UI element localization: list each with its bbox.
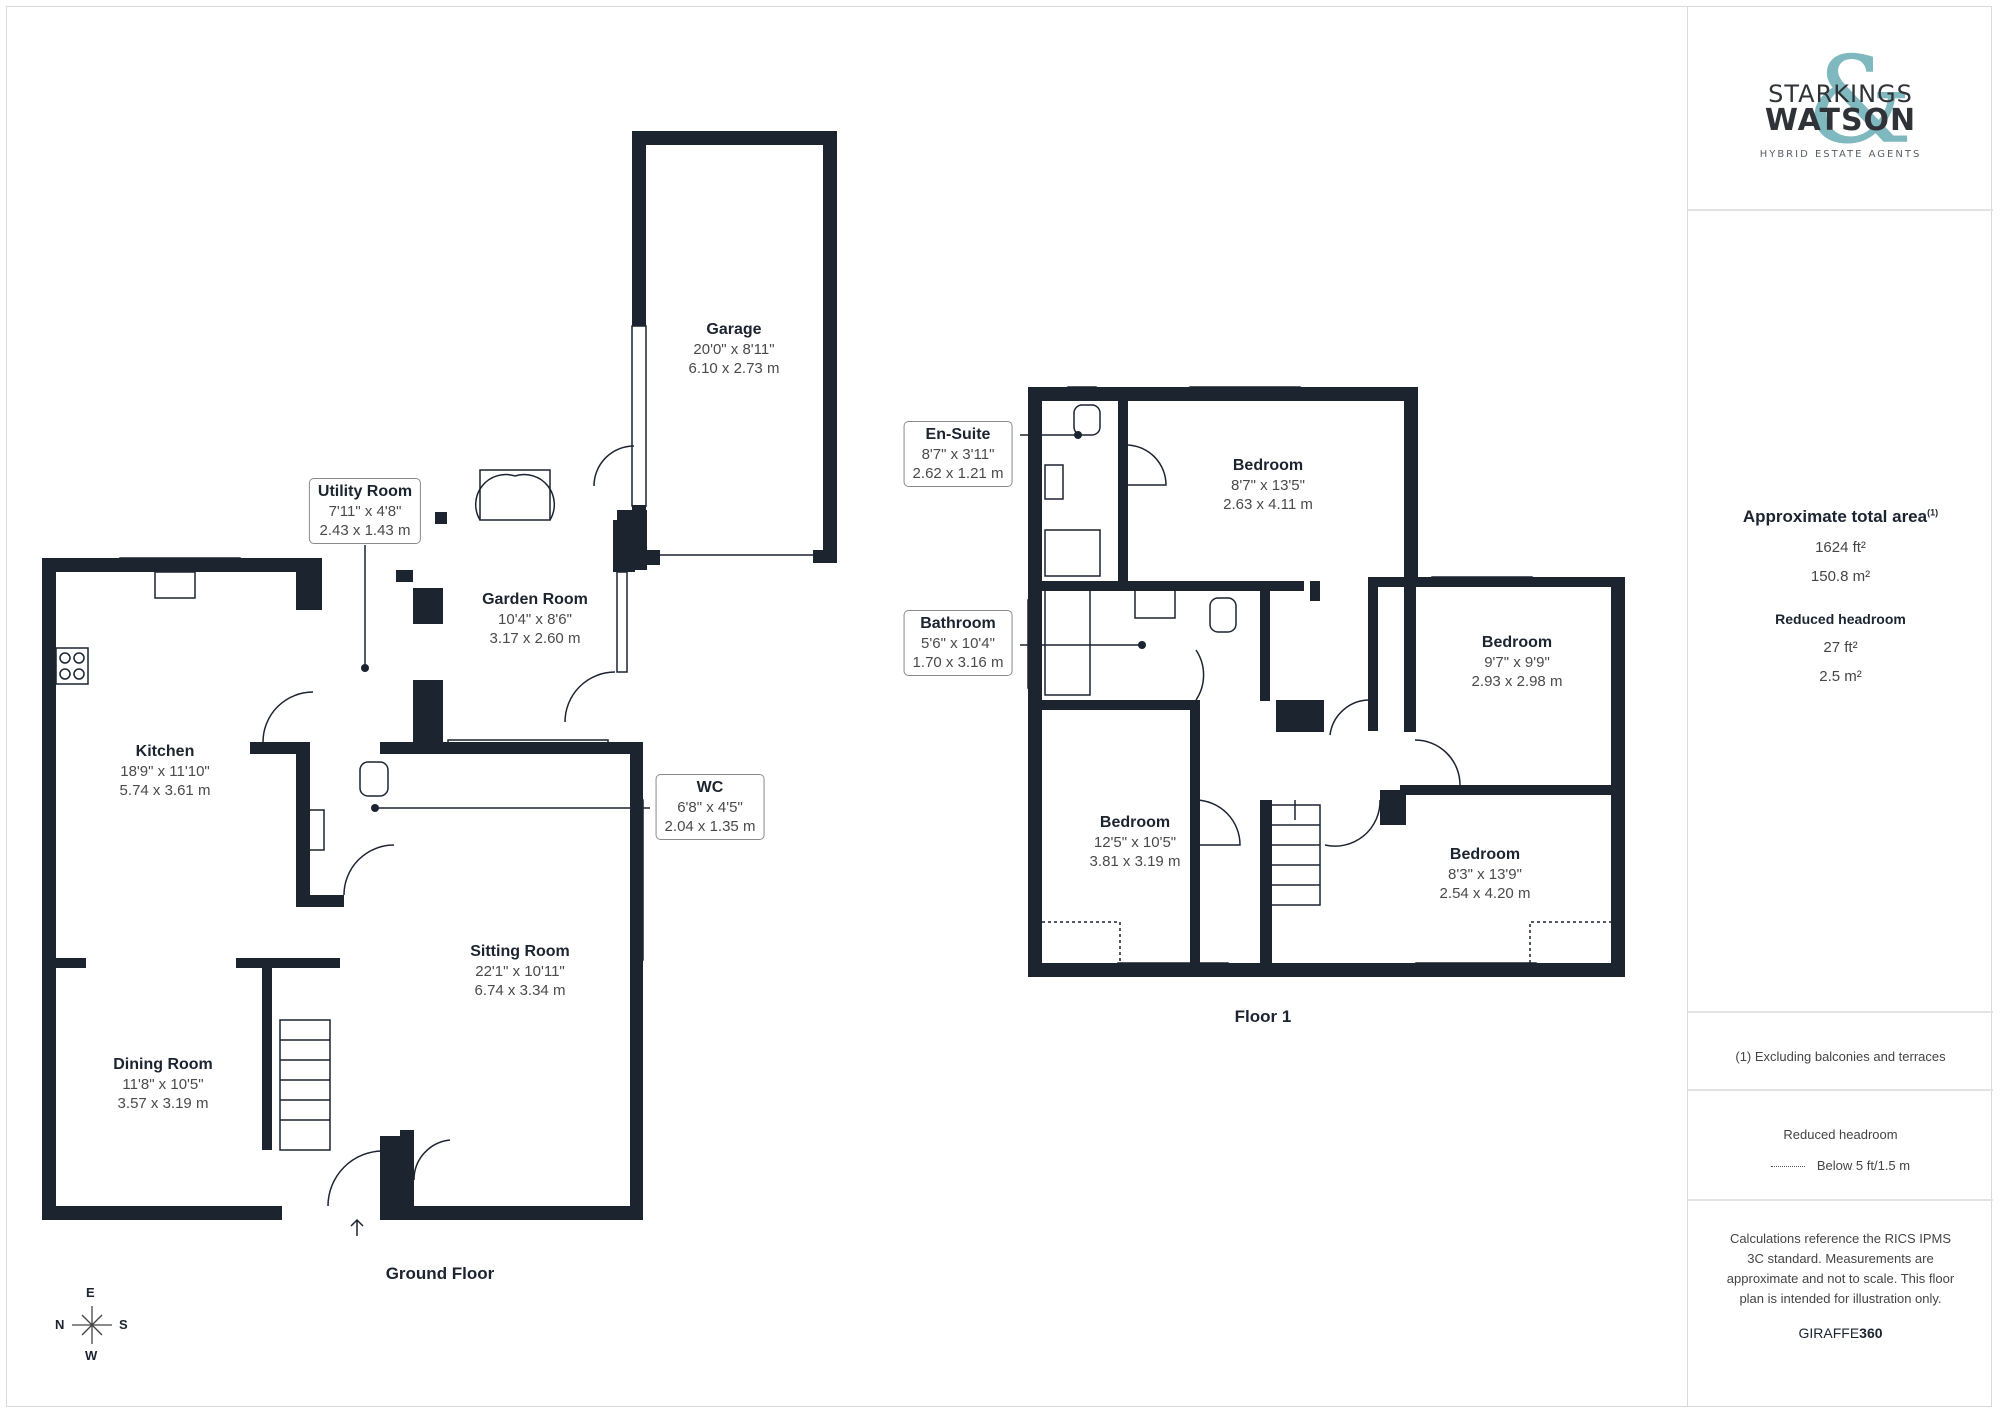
room-label-dining-room: Dining Room 11'8" x 10'5" 3.57 x 3.19 m (113, 1056, 213, 1112)
area-title: Approximate total area(1) (1742, 507, 1939, 526)
total-area-m2: 150.8 m² (1810, 568, 1871, 585)
brand-line1: STARKINGS (1768, 80, 1913, 108)
ground-floor-title: Ground Floor (385, 1264, 495, 1283)
compass-south: S (119, 1317, 128, 1332)
brand-logo: & STARKINGS WATSON HYBRID ESTATE AGENTS (1688, 42, 1993, 172)
footnote: (1) Excluding balconies and terraces (1735, 1049, 1946, 1064)
info-sidebar: & STARKINGS WATSON HYBRID ESTATE AGENTS … (1687, 7, 1993, 1407)
room-label-bathroom: Bathroom 5'6" x 10'4" 1.70 x 3.16 m (903, 610, 1013, 676)
reduced-area-m2: 2.5 m² (1819, 668, 1862, 685)
legend-title: Reduced headroom (1783, 1127, 1898, 1142)
ampersand-logo-icon: & (1806, 32, 1913, 171)
divider (1688, 1089, 1993, 1091)
room-label-garden-room: Garden Room 10'4" x 8'6" 3.17 x 2.60 m (482, 591, 588, 647)
divider (1688, 1011, 1993, 1013)
disclaimer: Calculations reference the RICS IPMS 3C … (1726, 1231, 1955, 1306)
floor-plan-drawing (42, 131, 1625, 1344)
room-label-en-suite: En-Suite 8'7" x 3'11" 2.62 x 1.21 m (903, 421, 1013, 487)
disclaimer-section: Calculations reference the RICS IPMS 3C … (1688, 1229, 1993, 1341)
room-label-bedroom-3: Bedroom 12'5" x 10'5" 3.81 x 3.19 m (1089, 814, 1181, 870)
divider (1688, 1199, 1993, 1201)
room-label-garage: Garage 20'0" x 8'11" 6.10 x 2.73 m (688, 321, 780, 377)
compass-west: W (85, 1348, 98, 1363)
compass-east: E (86, 1285, 95, 1300)
ground-floor-fixtures (55, 325, 823, 1236)
compass-icon (72, 1306, 112, 1344)
floor1-fixtures (1020, 386, 1611, 972)
floor1-walls (1028, 387, 1625, 977)
room-label-bedroom-2: Bedroom 9'7" x 9'9" 2.93 x 2.98 m (1471, 634, 1563, 690)
room-label-wc: WC 6'8" x 4'5" 2.04 x 1.35 m (655, 774, 765, 840)
room-label-kitchen: Kitchen 18'9" x 11'10" 5.74 x 3.61 m (119, 743, 211, 799)
room-label-bedroom-4: Bedroom 8'3" x 13'9" 2.54 x 4.20 m (1439, 846, 1531, 902)
room-label-bedroom-1: Bedroom 8'7" x 13'5" 2.63 x 4.11 m (1223, 457, 1313, 513)
divider (1688, 209, 1993, 211)
dotted-line-icon (1770, 1166, 1805, 1168)
brand-tagline: HYBRID ESTATE AGENTS (1759, 149, 1922, 160)
brand-line2: WATSON (1764, 103, 1917, 138)
room-label-sitting-room: Sitting Room 22'1" x 10'11" 6.74 x 3.34 … (470, 943, 570, 999)
reduced-headroom-title: Reduced headroom (1775, 611, 1906, 627)
compass-north: N (55, 1317, 65, 1332)
floor-1-title: Floor 1 (1234, 1007, 1292, 1026)
reduced-area-ft2: 27 ft² (1823, 639, 1858, 656)
area-summary: Approximate total area(1) 1624 ft² 150.8… (1688, 507, 1993, 685)
legend-item: Below 5 ft/1.5 m (1688, 1158, 1993, 1173)
room-label-utility-room: Utility Room 7'11" x 4'8" 2.43 x 1.43 m (308, 478, 422, 544)
page-frame (6, 6, 1992, 1407)
giraffe360-credit: GIRAFFE360 (1798, 1325, 1883, 1341)
legend: Reduced headroom Below 5 ft/1.5 m (1688, 1127, 1993, 1173)
total-area-ft2: 1624 ft² (1815, 539, 1866, 556)
